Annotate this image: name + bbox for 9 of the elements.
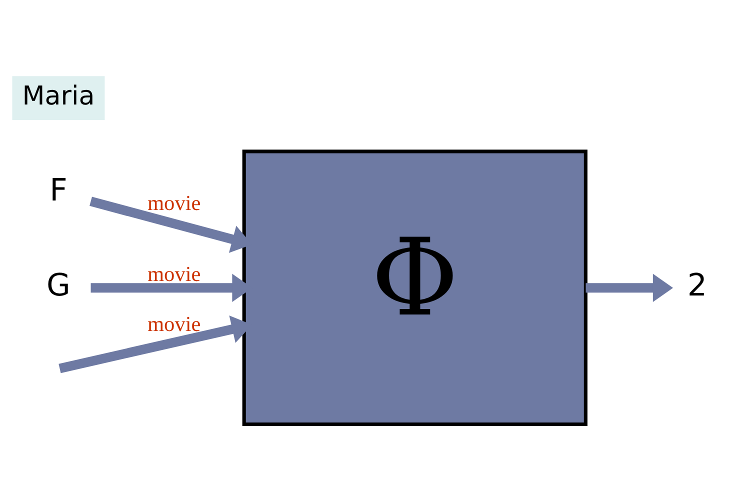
node-text: 2 bbox=[687, 266, 707, 303]
node-text: G bbox=[46, 266, 70, 303]
edge-label: movie bbox=[147, 190, 201, 215]
edge-label: movie bbox=[147, 312, 201, 336]
edge-label: movie bbox=[147, 262, 201, 286]
arrow bbox=[586, 273, 674, 302]
node-box: Maria bbox=[12, 76, 105, 120]
node-text: F bbox=[50, 172, 68, 208]
node-box: Φ bbox=[242, 149, 588, 426]
